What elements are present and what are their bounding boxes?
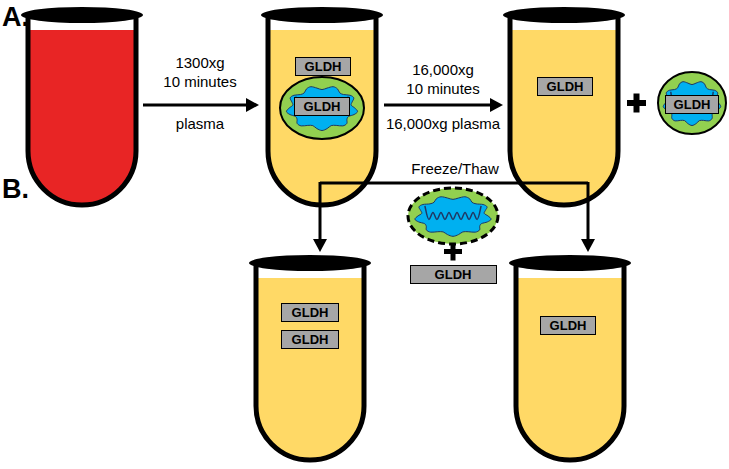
panel-letter: B. bbox=[2, 173, 29, 205]
process-arrow bbox=[143, 98, 259, 112]
protein-label: GLDH bbox=[290, 332, 330, 347]
protein-label: GLDH bbox=[549, 318, 587, 333]
gldh-box: GLDH bbox=[410, 265, 497, 284]
gldh-box: GLDH bbox=[537, 77, 593, 96]
protein-label: GLDH bbox=[303, 99, 341, 114]
protein-label: GLDH bbox=[546, 79, 584, 94]
ruptured-mitochondrion bbox=[408, 188, 498, 244]
centrifuge-speed: 1300xg bbox=[175, 54, 224, 72]
protein-label: GLDH bbox=[674, 97, 711, 112]
protein-label: GLDH bbox=[304, 59, 342, 74]
gldh-box: GLDH bbox=[281, 330, 339, 349]
protein-label: GLDH bbox=[419, 267, 488, 282]
panel-letter: A. bbox=[2, 1, 29, 33]
gldh-box: GLDH bbox=[540, 316, 596, 335]
mitochondrial-matrix bbox=[663, 82, 721, 126]
gldh-box: GLDH bbox=[281, 303, 339, 322]
treatment-label: Freeze/Thaw bbox=[411, 160, 499, 178]
plasma-tube bbox=[503, 7, 625, 205]
plasma-tube bbox=[249, 255, 371, 460]
mitochondrion bbox=[658, 72, 726, 134]
split-arrow bbox=[313, 182, 595, 252]
plasma-tube bbox=[261, 7, 383, 205]
protein-label: GLDH bbox=[290, 305, 330, 320]
spin-time: 10 minutes bbox=[163, 73, 236, 91]
cristae bbox=[425, 206, 481, 220]
sample-type: plasma bbox=[176, 115, 224, 133]
process-arrow bbox=[384, 98, 503, 112]
gldh-box: GLDH bbox=[294, 97, 350, 116]
mitochondrion bbox=[280, 77, 364, 139]
spin-time: 10 minutes bbox=[406, 80, 479, 98]
plasma-tube bbox=[509, 255, 631, 460]
plus-sign bbox=[627, 94, 646, 113]
mitochondrial-matrix bbox=[415, 197, 491, 237]
mitochondrial-matrix bbox=[286, 87, 357, 131]
gldh-box: GLDH bbox=[665, 95, 720, 114]
blood-tube bbox=[21, 7, 143, 205]
centrifuge-speed: 16,000xg bbox=[412, 61, 474, 79]
sample-type: 16,000xg plasma bbox=[386, 115, 500, 133]
gldh-box: GLDH bbox=[295, 57, 351, 76]
